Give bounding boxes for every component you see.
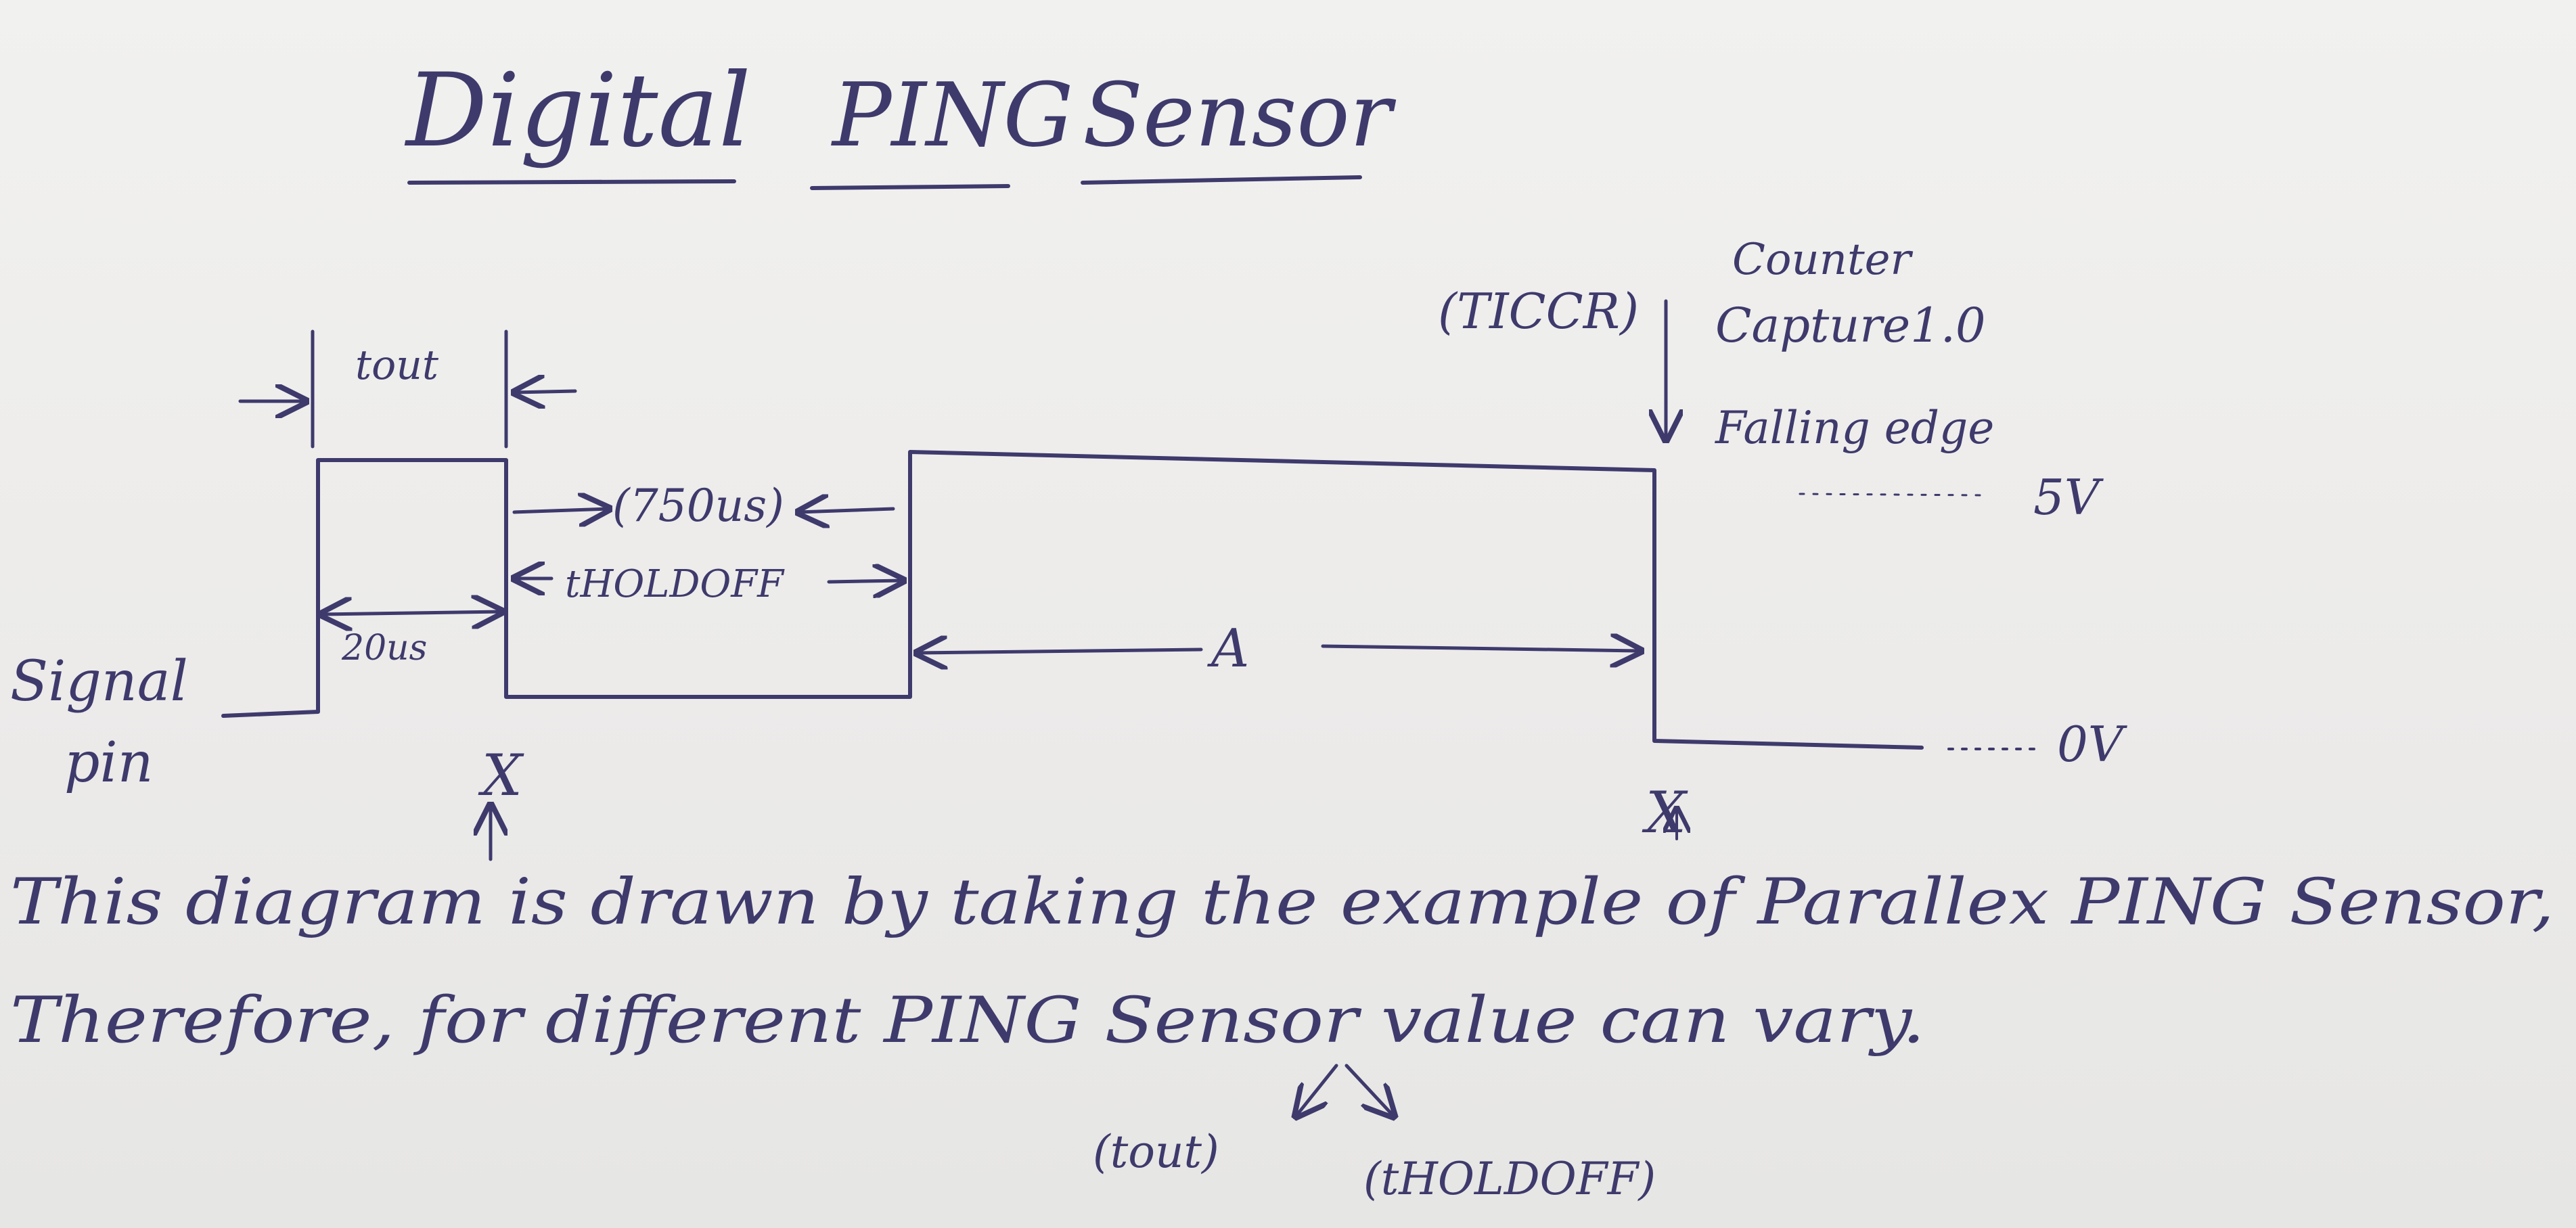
note-sub-tout: (tout) — [1093, 1126, 1219, 1178]
pulse-width-label: 20us — [341, 628, 427, 668]
five-volt-dots — [1799, 493, 1984, 497]
zero-volt-label: 0V — [2057, 716, 2128, 773]
signal-waveform — [221, 450, 1924, 750]
holdoff-label: tHOLDOFF — [565, 562, 785, 606]
pulse-width-arrow — [321, 612, 502, 614]
a-arrow-right — [1321, 646, 1641, 651]
falling-edge-label: Falling edge — [1715, 402, 1994, 454]
note-line-1: This diagram is drawn by taking the exam… — [10, 865, 2554, 939]
register-label: (TICCR) — [1438, 283, 1639, 340]
title-underline-1 — [407, 179, 736, 185]
title-underline-2 — [810, 184, 1010, 190]
title-ping: PING — [831, 64, 1073, 166]
capture-label: Capture1.0 — [1715, 298, 1986, 353]
counter-label: Counter — [1732, 235, 1914, 285]
note-sub-holdoff: (tHOLDOFF) — [1363, 1153, 1656, 1205]
delay-label: (750us) — [612, 480, 784, 532]
note-line-2: Therefore, for different PING Sensor val… — [10, 984, 1925, 1058]
signal-label: Signal — [10, 650, 188, 714]
a-arrow-left — [917, 650, 1203, 653]
holdoff-arrow-right — [827, 581, 903, 582]
delay-arrow-left — [798, 509, 895, 512]
delay-arrow-right — [512, 509, 609, 512]
tout-top-label: tout — [355, 342, 439, 389]
note-arrow-holdoff — [1345, 1064, 1394, 1116]
x-marker-1: X — [478, 742, 524, 809]
pin-label: pin — [64, 731, 154, 795]
a-label: A — [1207, 618, 1249, 679]
note-arrow-tout — [1296, 1064, 1338, 1116]
title-sensor: Sensor — [1083, 64, 1397, 166]
tout-arrow-right — [514, 391, 577, 392]
x-marker-2: X — [1642, 779, 1688, 846]
five-volt-label: 5V — [2033, 469, 2104, 526]
title-underline-3 — [1081, 175, 1362, 185]
title-digital: Digital — [404, 52, 751, 170]
